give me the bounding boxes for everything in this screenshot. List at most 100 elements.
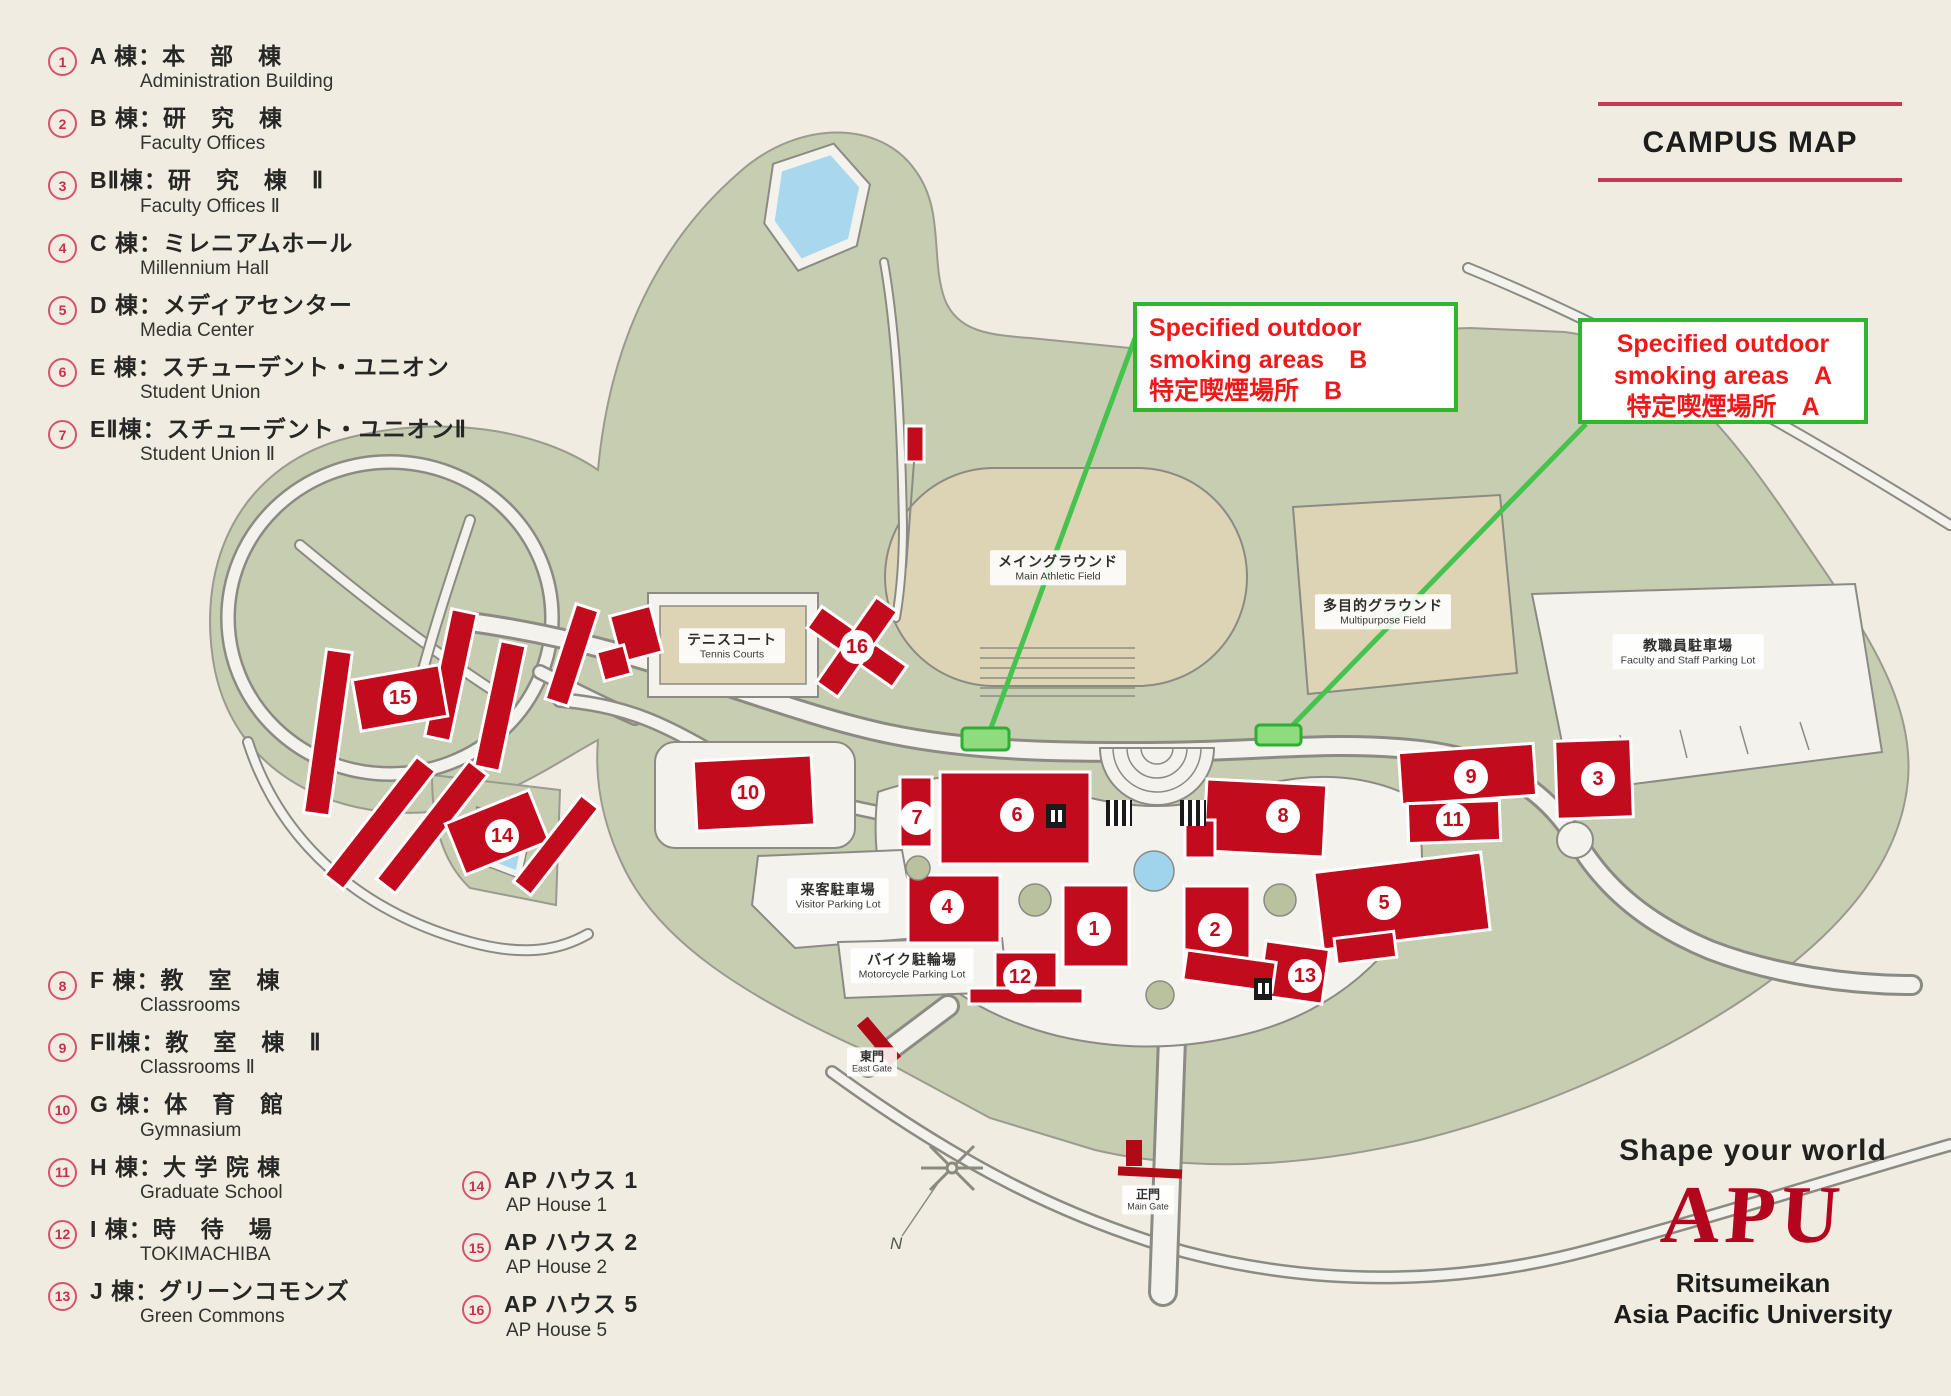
legend-label-jp: G 棟：体 育 館 [90,1091,285,1118]
flag-tower [904,424,926,464]
tower-pole [905,461,915,569]
callout-line: smoking areas B [1149,345,1368,374]
callout-line: Specified outdoor [1616,330,1830,358]
ap-house-bar [374,758,490,896]
map-label-motorcycle-parking: バイク駐輪場 Motorcycle Parking Lot [850,948,974,984]
legend-number-badge: 9 [48,1033,77,1063]
label-jp: メイングラウンド [998,553,1118,570]
legend-label-en: AP House 1 [506,1195,608,1217]
ap-house-bar [472,638,528,774]
map-marker-building-4: 4 [930,890,964,924]
compass-north-label: N [890,1234,903,1253]
legend-label-jp: C 棟：ミレニアムホール [90,229,354,256]
building-13-green-commons [1181,939,1332,1006]
ap-house-ring-road [220,454,560,782]
label-en: Visitor Parking Lot [795,898,881,911]
map-label-tennis-courts: テニスコート Tennis Courts [679,628,785,664]
legend-label-jp: AP ハウス 2 [504,1229,639,1256]
legend-label-jp: FⅡ棟：教 室 棟 Ⅱ [90,1029,322,1056]
map-label-visitor-parking: 来客駐車場 Visitor Parking Lot [787,878,889,914]
legend-label-en: Green Commons [140,1306,285,1328]
planters [905,855,1297,1010]
smoking-area-b-marker [960,726,1011,752]
label-jp: 教職員駐車場 [1642,637,1733,654]
map-marker-building-6: 6 [1000,798,1034,832]
map-label-main-gate: 正門 Main Gate [1122,1185,1174,1215]
label-en: East Gate [851,1063,893,1074]
legend-label-jp: F 棟：教 室 棟 [90,967,281,993]
legend-number-badge: 1 [48,47,77,76]
map-marker-building-14: 14 [485,819,519,853]
legend-label-en: Student Union [140,382,261,404]
legend-label-en: Classrooms [140,995,241,1017]
map-marker-building-9: 9 [1454,760,1488,794]
buildings [301,424,1635,1006]
legend-number-badge: 2 [48,109,77,139]
callout-line: Specified outdoor [1149,314,1362,342]
legend-label-jp: A 棟：本 部 棟 [90,43,283,69]
map-marker-building-7: 7 [900,801,934,835]
legend-number-badge: 14 [462,1171,491,1200]
legend-number-badge: 6 [48,357,77,387]
tagline: Shape your world [1619,1134,1887,1167]
legend-label-jp: EⅡ棟：スチューデント・ユニオンⅡ [90,416,467,443]
label-en: Main Athletic Field [1015,570,1101,583]
map-label-multipurpose-field: 多目的グラウンド Multipurpose Field [1315,594,1451,630]
ap-house-bar [301,647,354,818]
legend-label-en: AP House 2 [506,1257,608,1279]
legend-label-jp: D 棟：メディアセンター [90,291,353,318]
map-marker-building-12: 12 [1003,960,1037,994]
label-en: Multipurpose Field [1340,614,1426,627]
crosswalk-icon [1106,800,1206,826]
legend-label-en: AP House 5 [506,1319,608,1341]
label-jp: バイク駐輪場 [867,951,957,968]
ap-house-bar [543,601,601,709]
map-marker-building-5: 5 [1367,886,1401,920]
legend-number-badge: 16 [462,1295,491,1325]
map-marker-building-1: 1 [1077,912,1111,946]
label-en: Tennis Courts [699,648,765,661]
map-marker-building-16: 16 [840,630,874,664]
legend-label-en: TOKIMACHIBA [140,1244,271,1266]
map-marker-building-8: 8 [1266,799,1300,833]
map-marker-building-10: 10 [731,776,765,810]
map-marker-building-3: 3 [1581,762,1615,796]
label-en: Main Gate [1127,1201,1169,1212]
label-jp: 正門 [1135,1187,1160,1202]
legend-number-badge: 8 [48,971,77,1000]
label-jp: 多目的グラウンド [1323,597,1443,614]
legend-label-en: Millennium Hall [140,257,269,279]
label-en: Motorcycle Parking Lot [858,968,966,981]
ap-house-bar [511,792,601,898]
callout-line: smoking areas A [1613,361,1833,390]
label-en: Faculty and Staff Parking Lot [1620,654,1756,667]
legend-label-en: Student Union Ⅱ [140,444,276,466]
legend-label-jp: BⅡ棟：研 究 棟 Ⅱ [90,167,325,194]
callout-line: 特定喫煙場所 A [1626,393,1820,421]
page-title: CAMPUS MAP [1642,126,1858,159]
compass-icon [901,1144,983,1237]
legend-label-en: Faculty Offices [140,133,266,155]
legend-label-en: Classrooms Ⅱ [140,1057,255,1079]
legend-label-jp: I 棟：時 待 場 [90,1215,273,1242]
map-label-faculty-parking: 教職員駐車場 Faculty and Staff Parking Lot [1612,634,1764,670]
pond [1133,850,1175,892]
map-marker-building-15: 15 [383,681,417,715]
pictogram-icon [1046,804,1272,1000]
legend-number-badge: 3 [48,171,77,201]
legend-number-badge: 4 [48,233,77,263]
legend-label-jp: H 棟：大 学 院 棟 [90,1153,282,1180]
